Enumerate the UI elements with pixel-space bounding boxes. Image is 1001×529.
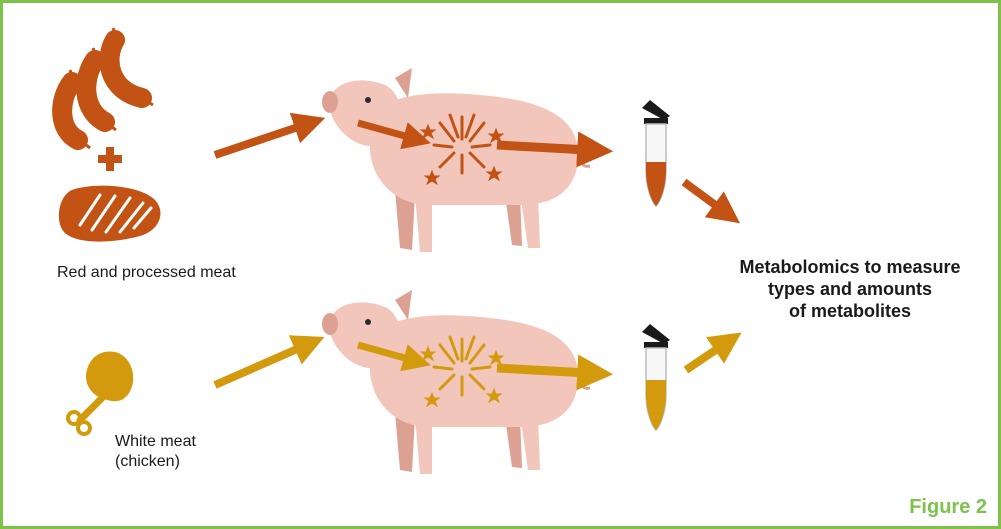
label-metabolomics: Metabolomics to measure types and amount… (700, 256, 1000, 322)
label-white-meat-line2: (chicken) (115, 452, 196, 472)
figure-label: Figure 2 (909, 496, 987, 519)
label-red-processed-meat: Red and processed meat (57, 264, 236, 282)
analysis-arrow-white (686, 345, 723, 370)
feed-arrow-white (215, 346, 304, 385)
analysis-arrow-red (684, 182, 722, 210)
chicken-drumstick-icon (68, 346, 139, 434)
label-metabolomics-line3: of metabolites (700, 300, 1000, 322)
steak-icon (59, 186, 161, 242)
pig-icon (322, 68, 590, 252)
sample-arrow-red (497, 145, 588, 150)
label-metabolomics-line1: Metabolomics to measure (700, 256, 1000, 278)
sample-arrow-white (497, 368, 588, 373)
label-metabolomics-line2: types and amounts (700, 278, 1000, 300)
pig-icon (322, 290, 590, 474)
plus-icon (98, 147, 122, 171)
label-white-meat: White meat (chicken) (115, 432, 196, 472)
sample-tube-icon (642, 324, 670, 430)
feed-arrow-red (215, 125, 304, 155)
label-white-meat-line1: White meat (115, 432, 196, 452)
sausages-icon (62, 40, 142, 140)
sample-tube-icon (642, 100, 670, 206)
